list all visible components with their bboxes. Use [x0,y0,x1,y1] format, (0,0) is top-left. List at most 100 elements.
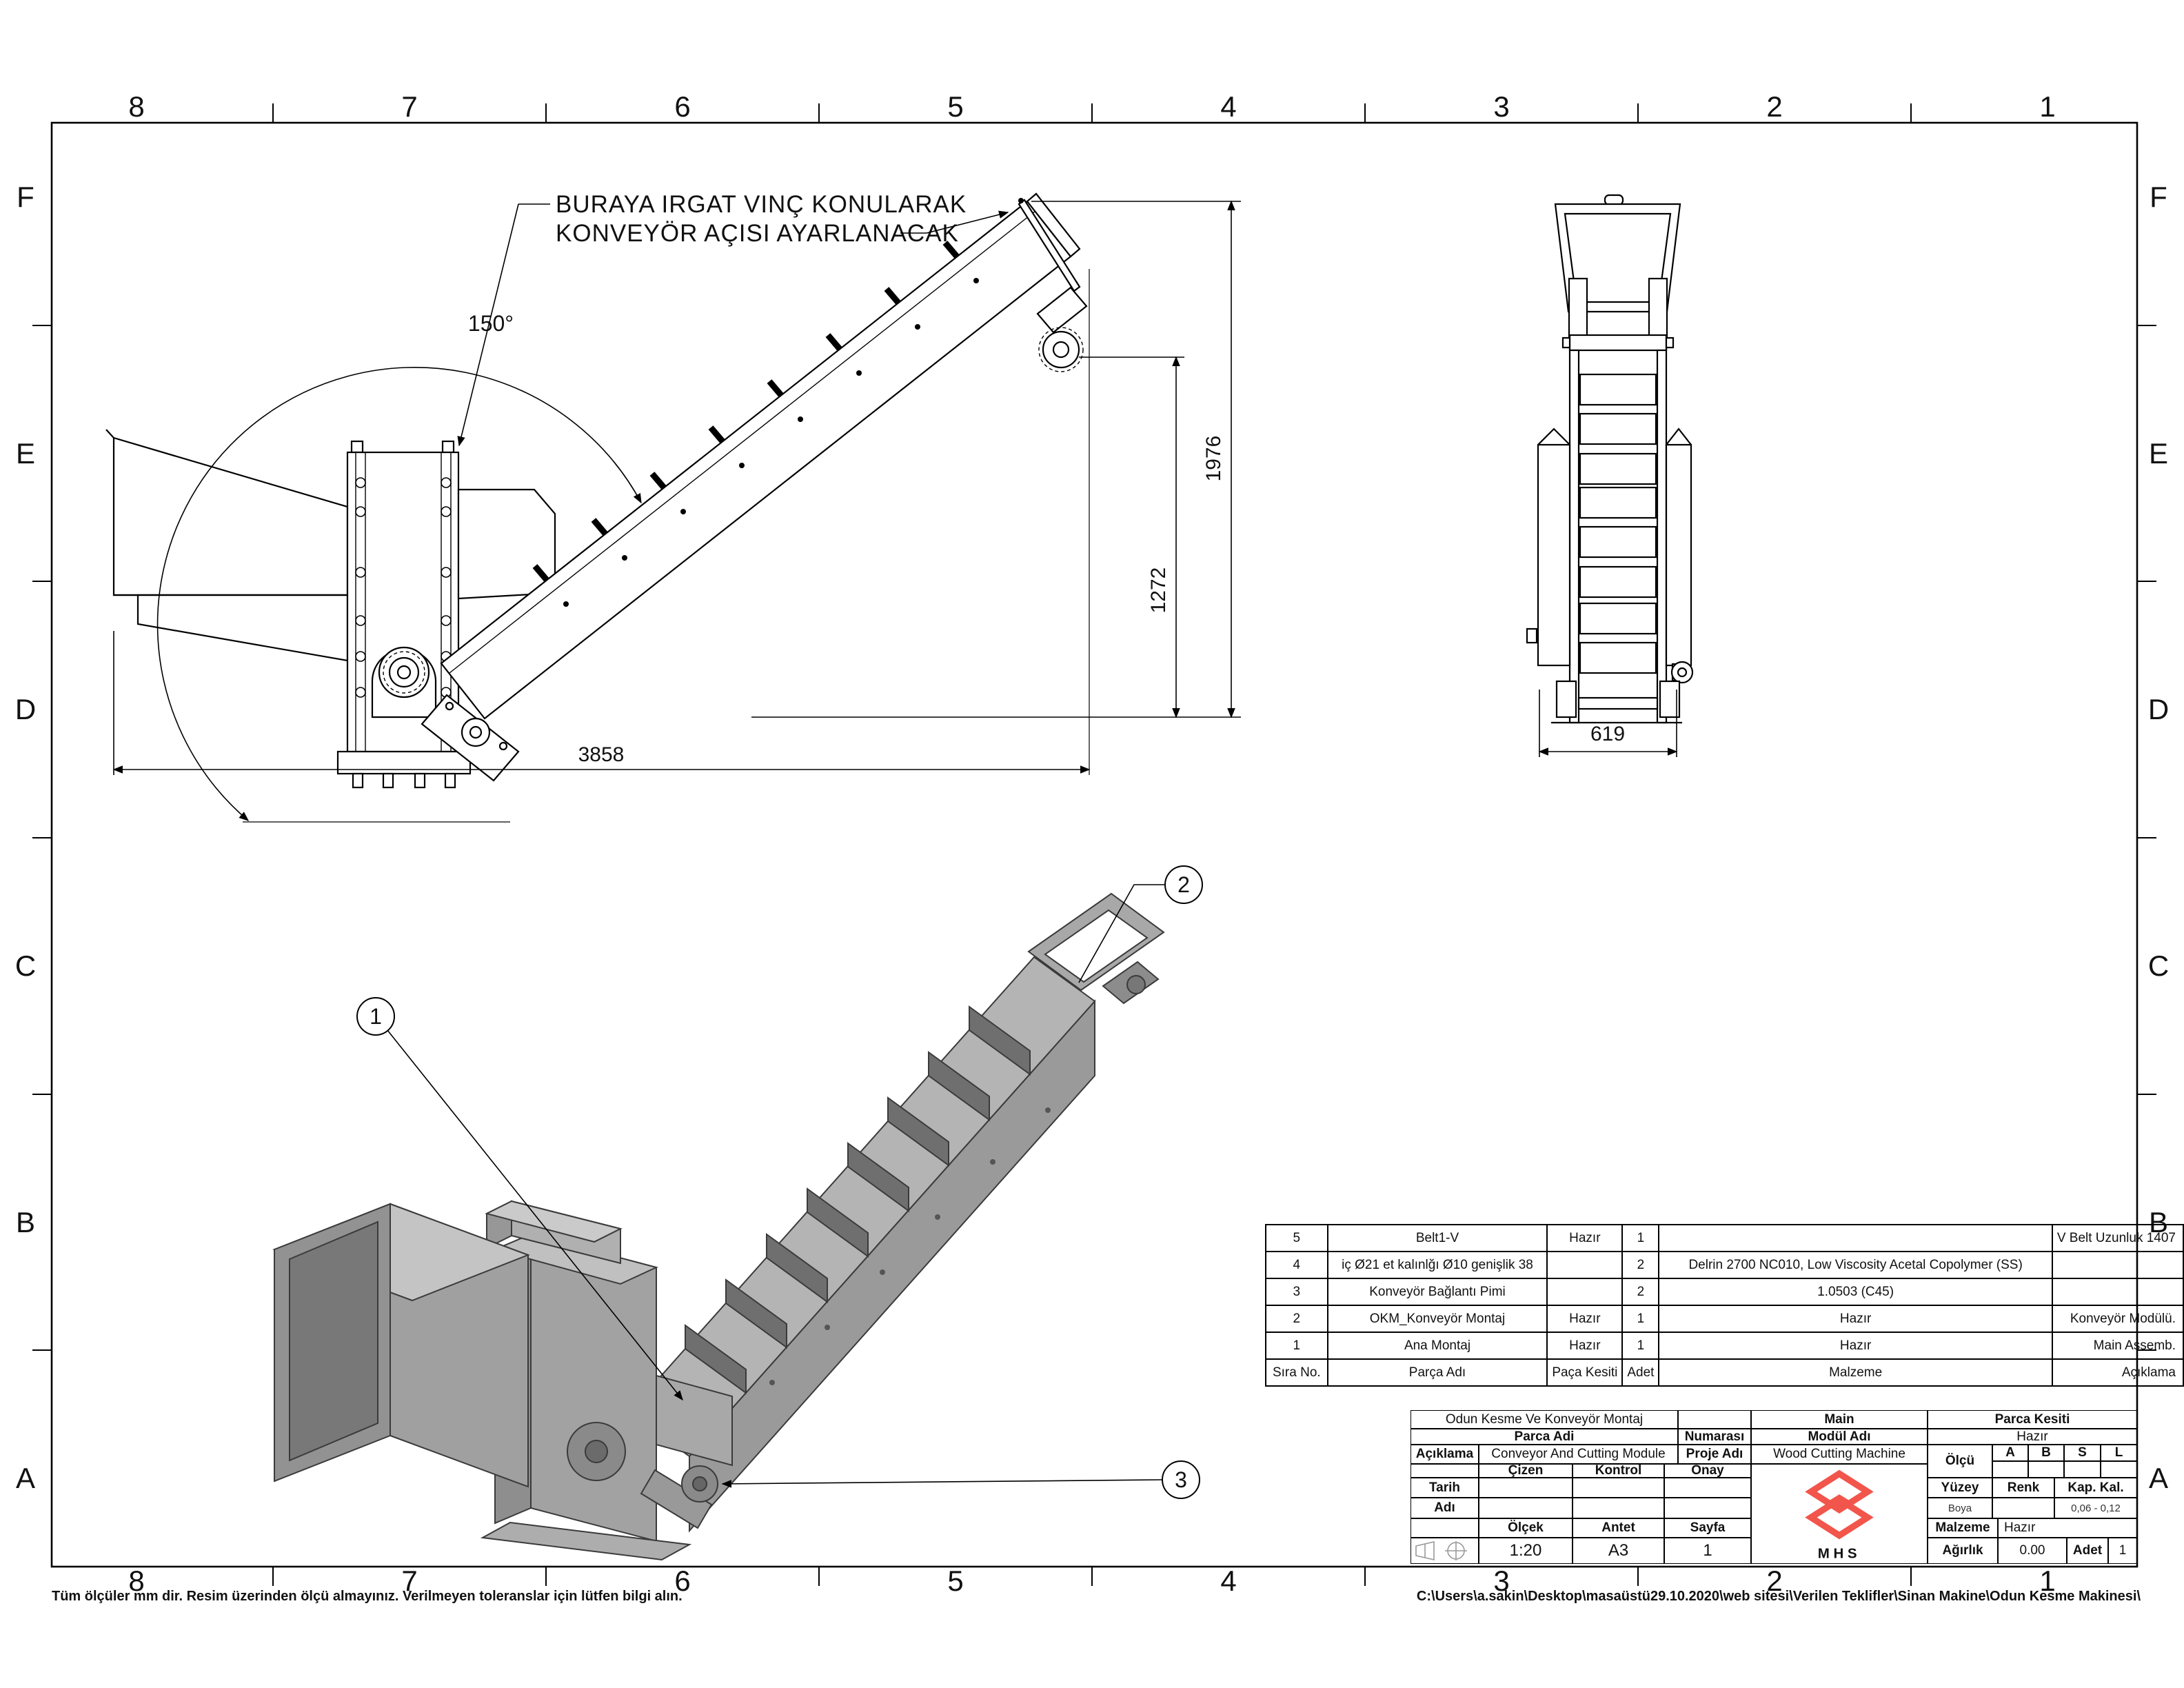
bom-header: Adet [1621,1358,1660,1387]
bom-header: Parça Adı [1326,1358,1548,1387]
number-label: Numarası [1678,1429,1751,1445]
empty-cell [1664,1478,1751,1498]
front-view [1526,194,1694,724]
bom-cell [2051,1251,2184,1279]
side-discharge-wedge [457,488,556,600]
grid-row-label: D [14,693,37,726]
grid-col-label: 1 [2039,1565,2056,1597]
grid-row-label: B [15,1205,35,1238]
empty-cell [1410,1464,1479,1478]
table-row: 4 iç Ø21 et kalınlğı Ø10 genişlik 38 2 D… [1265,1251,2184,1279]
grid-ruler-top: 8 7 6 5 4 3 2 1 [0,90,2184,123]
number-value [1678,1410,1751,1429]
balloon-1-label: 1 [370,1004,382,1029]
adi-label: Adı [1410,1498,1479,1518]
balloon-callouts [356,865,1203,1499]
boya-value: Boya [1928,1498,1992,1518]
iso-conveyor-top [627,956,1096,1458]
bom-cell: Delrin 2700 NC010, Low Viscosity Acetal … [1658,1251,2053,1279]
parts-table: 5 Belt1-V Hazır 1 V Belt Uzunluk 1407 4 … [1265,1224,2184,1387]
bom-cell: Konveyör Modülü. [2051,1305,2184,1333]
adet-label: Adet [2067,1538,2108,1564]
antet-value: A3 [1573,1538,1664,1564]
iso-head-frame [1027,892,1165,992]
grid-row-label: E [15,436,35,470]
part-name-label: Parca Adi [1410,1429,1678,1445]
bom-header: Açıklama [2051,1358,2184,1387]
olcu-col-l: L [2101,1445,2137,1461]
balloon-2 [1164,865,1203,904]
bom-header: Malzeme [1658,1358,2053,1387]
iso-flights [685,1005,1031,1394]
kapkal-value: 0,06 - 0,12 [2054,1498,2137,1518]
logo-text: MHS [1818,1545,1861,1561]
antet-label: Antet [1573,1518,1664,1538]
grid-col-label: 5 [947,1565,964,1597]
annotation-line1: BURAYA IRGAT VINÇ KONULARAK [556,191,967,218]
front-width-dimension [1538,690,1678,757]
dim-3858: 3858 [578,743,625,766]
yuzey-label: Yüzey [1928,1478,1992,1498]
bom-cell: 1.0503 (C45) [1658,1278,2053,1306]
empty-cell [1479,1498,1573,1518]
adet-value: 1 [2108,1538,2137,1564]
part-name-value: Odun Kesme Ve Konveyör Montaj [1410,1410,1678,1429]
module-name-value: Main [1751,1410,1928,1429]
description-label: Açıklama [1410,1445,1479,1464]
iso-view [272,892,1165,1561]
agirlik-label: Ağırlık [1928,1538,1998,1564]
grid-row-label: E [2148,436,2168,470]
bom-cell: 1 [1265,1332,1328,1360]
olcek-value: 1:20 [1479,1538,1573,1564]
front-flights [1579,373,1657,674]
dim-619: 619 [1590,723,1625,745]
bom-header: Sıra No. [1265,1358,1328,1387]
company-logo: MHS [1805,1469,1874,1561]
table-row: 2 OKM_Konveyör Montaj Hazır 1 Hazır Konv… [1265,1305,2184,1333]
bom-cell: 1 [1621,1332,1660,1360]
bom-cell: Hazır [1546,1224,1624,1252]
olcu-label: Ölçü [1928,1445,1992,1478]
logo-cell: MHS [1751,1464,1928,1564]
balloon-3 [1162,1460,1200,1499]
olcu-val-s [2064,1461,2101,1478]
dim-1272: 1272 [1147,567,1170,614]
description-value: Conveyor And Cutting Module [1479,1445,1678,1464]
sayfa-label: Sayfa [1664,1518,1751,1538]
olcu-col-b: B [2028,1445,2064,1461]
kapkal-label: Kap. Kal. [2054,1478,2137,1498]
grid-col-label: 4 [1220,90,1237,123]
iso-module-base [480,1521,692,1561]
renk-value [1992,1498,2054,1518]
table-row: 5 Belt1-V Hazır 1 V Belt Uzunluk 1407 [1265,1224,2184,1252]
angle-dimension [156,366,642,823]
bom-cell: 4 [1265,1251,1328,1279]
side-head-plate [1026,192,1081,258]
section-label: Parca Kesiti [1928,1410,2137,1429]
bom-cell: Hazır [1546,1332,1624,1360]
iso-module-front [530,1233,657,1543]
grid-ruler-bottom: 8 7 6 5 4 3 2 1 [0,1565,2184,1597]
grid-col-label: 3 [1493,1565,1510,1597]
bom-cell: V Belt Uzunluk 1407 [2051,1224,2184,1252]
tarih-label: Tarih [1410,1478,1479,1498]
grid-row-label: F [17,180,34,213]
bom-cell: 1 [1621,1224,1660,1252]
bom-cell: 2 [1621,1251,1660,1279]
side-conveyor-beam [421,192,1088,782]
linear-dimensions [112,200,1241,775]
empty-cell [1573,1498,1664,1518]
grid-col-label: 5 [947,90,964,123]
grid-row-label: F [2150,180,2167,213]
table-header-row: Sıra No. Parça Adı Paça Kesiti Adet Malz… [1265,1358,2184,1387]
bom-cell [1546,1278,1624,1306]
grid-col-label: 8 [128,1565,145,1597]
olcu-col-s: S [2064,1445,2101,1461]
bom-cell: OKM_Konveyör Montaj [1326,1305,1548,1333]
grid-col-label: 7 [401,1565,418,1597]
agirlik-value: 0.00 [1998,1538,2067,1564]
olcu-val-b [2028,1461,2064,1478]
sayfa-value: 1 [1664,1538,1751,1564]
